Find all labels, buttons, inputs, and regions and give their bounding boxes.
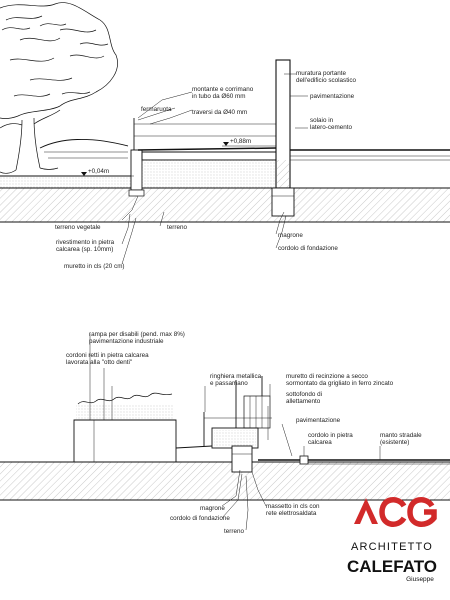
ramp-bottom bbox=[175, 445, 213, 449]
level-upper-label: +0,88m bbox=[230, 138, 251, 145]
stone-planter bbox=[73, 419, 177, 463]
label-terreno-vegetale: terreno vegetale bbox=[55, 224, 101, 231]
level-marker-upper: +0,88m bbox=[222, 138, 276, 147]
logo-line-architetto: ARCHITETTO bbox=[351, 541, 433, 553]
label-pavimentazione-bottom: pavimentazione bbox=[296, 417, 341, 424]
label-terreno-bottom: terreno bbox=[224, 528, 244, 535]
label-rampa: rampa per disabili (pend. max 8%)pavimen… bbox=[89, 331, 185, 345]
logo-line-calefato: CALEFATO bbox=[347, 557, 437, 576]
logo-line-giuseppe: Giuseppe bbox=[406, 576, 434, 583]
acg-logo-mark bbox=[354, 497, 437, 527]
ground-layer-bottom bbox=[0, 462, 450, 500]
ground-layer bbox=[0, 188, 450, 222]
bottom-section-drawing: rampa per disabili (pend. max 8%)pavimen… bbox=[0, 331, 450, 535]
ramp-surface bbox=[137, 147, 277, 151]
tree-drawing bbox=[0, 2, 118, 174]
label-pavimentazione: pavimentazione bbox=[310, 93, 355, 100]
retaining-wall bbox=[130, 149, 143, 191]
level-lower-label: +0,04m bbox=[88, 168, 109, 175]
label-cordolo-fondazione: cordolo di fondazione bbox=[170, 515, 230, 522]
flowerbed-edge bbox=[39, 139, 129, 149]
label-magrone: magrone bbox=[278, 232, 303, 239]
steel-grating bbox=[243, 395, 271, 429]
fence-foundation bbox=[231, 445, 253, 473]
ramp-slab bbox=[141, 151, 277, 161]
label-magrone-bottom: magrone bbox=[200, 505, 225, 512]
planter-shrubs bbox=[76, 404, 174, 420]
label-terreno: terreno bbox=[167, 224, 187, 231]
architect-logo: ARCHITETTO CALEFATO Giuseppe bbox=[347, 497, 437, 583]
level-marker-lower: +0,04m bbox=[80, 168, 134, 177]
label-cordolo: cordolo di fondazione bbox=[278, 245, 338, 252]
label-fermaruota: fermaruota bbox=[141, 106, 172, 113]
foundation-footing bbox=[271, 187, 295, 217]
topsoil-layer bbox=[0, 176, 134, 188]
label-manto: manto stradale(esistente) bbox=[380, 432, 422, 446]
label-traversi: traversi da Ø40 mm bbox=[192, 109, 247, 116]
stone-curb bbox=[299, 455, 309, 465]
label-muretto: muretto in cls (20 cm) bbox=[64, 263, 125, 270]
